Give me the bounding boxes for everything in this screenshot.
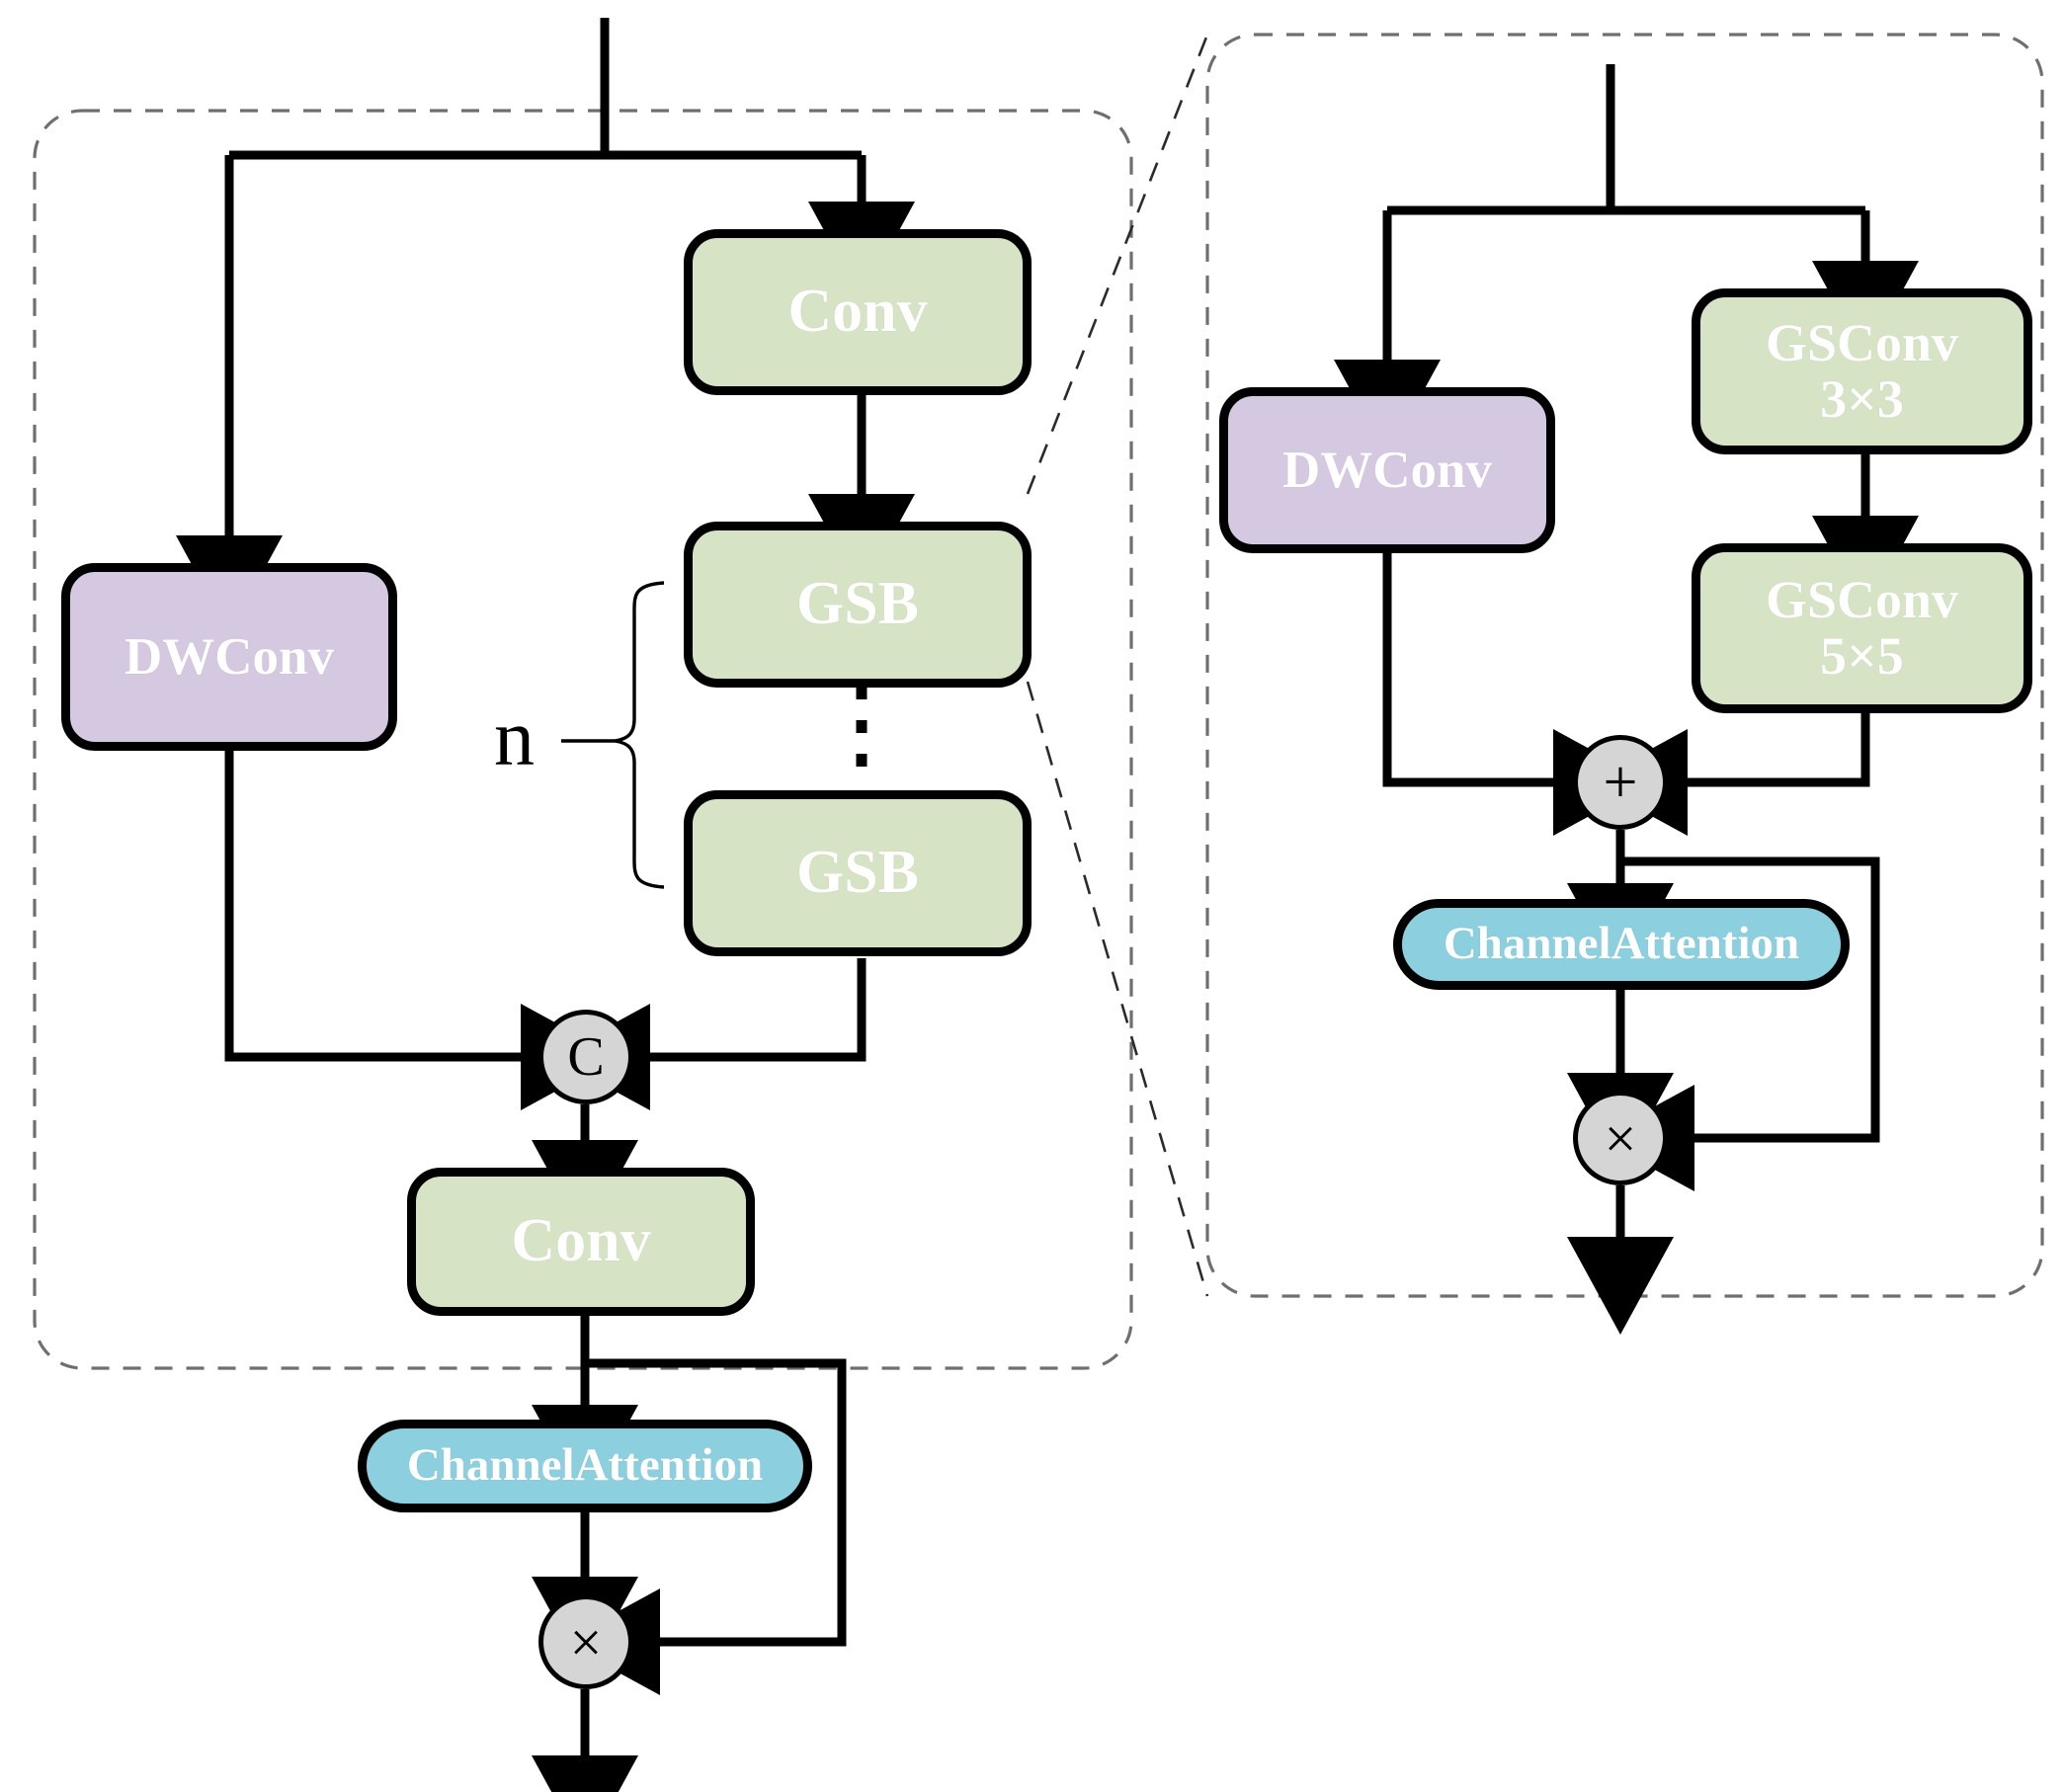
add-operator[interactable]: +	[1573, 735, 1668, 830]
callout-line-bottom	[1026, 681, 1209, 1297]
gsconv3-label-line1: GSConv	[1765, 312, 1959, 372]
block-gsb-n[interactable]: GSB	[684, 790, 1032, 956]
wire-gsbn-to-concat	[552, 958, 867, 1110]
block-conv-bottom[interactable]: Conv	[407, 1168, 755, 1316]
wire-skip-branch	[562, 1358, 847, 1695]
gsconv5-label-line1: GSConv	[1765, 569, 1959, 629]
block-gsconv-5x5[interactable]: GSConv 5×5	[1692, 543, 2032, 713]
r-wire-gsconv5-to-add	[1590, 713, 1870, 836]
multiply-operator-right[interactable]: ×	[1573, 1091, 1668, 1185]
concat-operator[interactable]: C	[538, 1010, 633, 1104]
repeat-brace	[614, 581, 665, 889]
block-gsb-1[interactable]: GSB	[684, 522, 1032, 688]
wire-dwconv-to-concat	[224, 751, 619, 1110]
r-wire-dwconv-to-add	[1382, 553, 1651, 836]
right-dashed-container	[1205, 33, 2044, 1298]
block-channel-attention-right[interactable]: ChannelAttention	[1393, 899, 1850, 990]
block-dwconv-right[interactable]: DWConv	[1219, 387, 1555, 553]
block-dwconv[interactable]: DWConv	[61, 563, 397, 751]
gsconv5-label-line2: 5×5	[1820, 626, 1904, 686]
block-channel-attention[interactable]: ChannelAttention	[358, 1420, 812, 1512]
r-wire-r-skip-branch	[1597, 856, 1880, 1191]
block-conv-top[interactable]: Conv	[684, 229, 1032, 395]
gsconv3-label-line2: 3×3	[1820, 369, 1904, 429]
repeat-count-label: n	[494, 692, 535, 782]
block-gsconv-3x3[interactable]: GSConv 3×3	[1692, 288, 2032, 454]
multiply-operator[interactable]: ×	[538, 1594, 633, 1689]
callout-line-top	[1026, 34, 1209, 495]
